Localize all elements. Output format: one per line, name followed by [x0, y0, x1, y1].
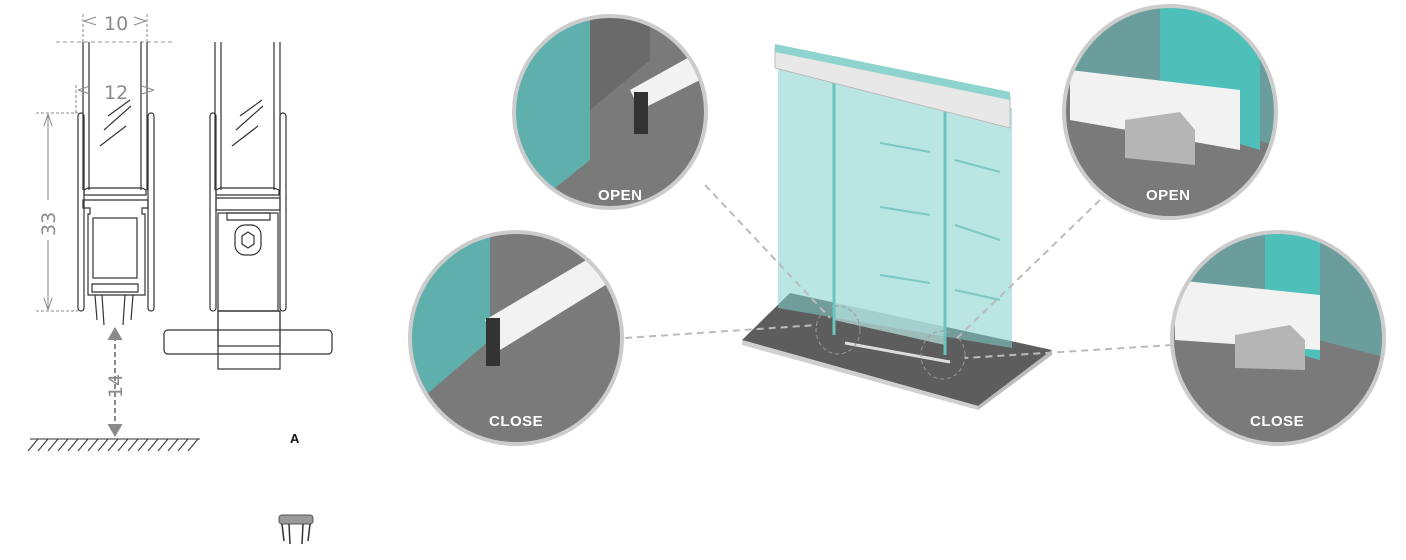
section-label-a: A: [290, 431, 300, 446]
sliding-door-illustration: [742, 44, 1052, 410]
callout-open-right: OPEN: [1062, 4, 1278, 220]
callout-leader-lines: [624, 184, 1173, 359]
profile-section-drawing: [56, 41, 175, 326]
callout-open-left: OPEN: [512, 14, 708, 210]
callout-label: OPEN: [1146, 187, 1191, 204]
dimension-glass-thickness: 10: [104, 13, 128, 35]
seal-profile-icon: [278, 514, 314, 545]
dimension-profile-height: 33: [38, 212, 60, 236]
dimension-floor-gap: 14: [105, 374, 127, 398]
callout-label: OPEN: [598, 187, 643, 204]
floor-hatch: [27, 438, 200, 452]
dimension-lines: [36, 14, 155, 437]
callout-close-left: CLOSE: [408, 230, 624, 446]
callout-label: CLOSE: [1250, 413, 1304, 430]
callout-label: CLOSE: [489, 413, 543, 430]
guide-section-drawing: [163, 42, 333, 370]
dimension-profile-width: 12: [104, 82, 128, 104]
callout-close-right: CLOSE: [1170, 230, 1386, 446]
